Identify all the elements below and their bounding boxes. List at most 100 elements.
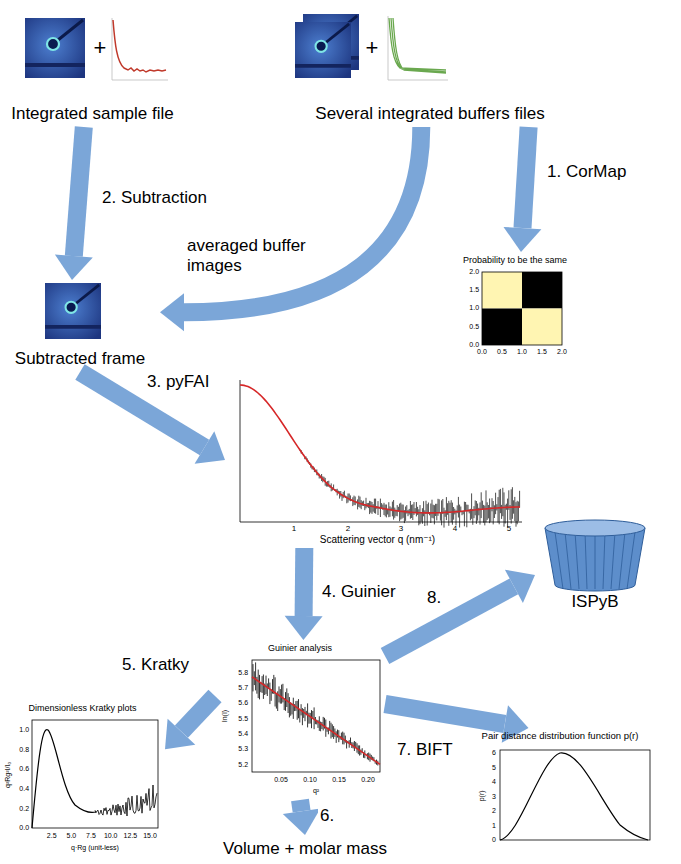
arrow-head [165,719,195,750]
arrow-shaft [295,548,314,616]
axis-title: q²Rg²I/I₀ [4,762,12,788]
tick-label: 5.5 [238,715,248,723]
plot-frame [252,660,380,772]
node-label: Volume + molar mass [223,839,387,859]
tick-label: 1.5 [537,348,547,356]
axis-title: p(r) [477,791,485,802]
tick-label: 1.0 [19,726,29,734]
arrow-head [160,293,184,331]
pr-curve [500,753,648,840]
tick-label: 0.20 [361,776,375,784]
plot-frame [500,750,650,840]
plot-axes [240,380,522,522]
tick-label: 3 [399,525,403,534]
tick-label: 2.0 [469,268,479,276]
tick-label: 0.6 [19,765,29,773]
cormap-cell [522,272,562,309]
step-label: 1. CorMap [545,162,628,182]
node-label: Several integrated buffers files [315,104,544,124]
arrow-shaft [300,800,302,811]
node-label: Pair distance distribution function p(r) [482,731,639,742]
tick-label: q² [313,787,319,795]
buffer-curves [389,18,446,73]
plus-sign: + [94,36,107,60]
pr-plot: Pair distance distribution function p(r) [455,728,665,862]
arrow-shaft [184,127,421,312]
arrow-head [285,616,323,640]
tick-label: 5.3 [238,745,248,753]
tick-label: 4 [492,778,496,786]
node-label: Subtracted frame [15,349,145,369]
arrow-shaft [523,127,529,228]
barrel-stripes [555,532,635,589]
node-label: Guinier analysis [268,643,332,653]
tick-label: 3 [492,793,496,801]
arrow-shaft [74,127,84,256]
sample-curve [113,20,166,72]
tick-label: 15.0 [143,832,157,840]
cormap-cell [482,272,522,309]
tick-label: 0.5 [469,323,479,331]
node-label: Probability to be the same [463,255,567,265]
tick-label: 0.2 [19,805,29,813]
step-label: 8. [425,588,443,608]
tick-label: 0.4 [19,785,29,793]
plot-frame [32,720,158,828]
arrow-shaft [181,696,215,732]
frame-panel: Subtracted frame [0,280,160,372]
step-label: 3. pyFAI [145,372,211,392]
scattering-fit [240,385,520,513]
database-node: ISPyB [535,515,655,615]
tick-label: 12.5 [124,832,138,840]
cormap-cell [482,309,522,346]
axis-title: ln(I) [221,710,229,722]
flow-arrow [285,548,323,640]
arrow-head [505,570,535,603]
file-panel: Several integrated buffers files [285,12,575,127]
step-label: 7. BIFT [395,740,455,760]
tick-label: 0.15 [332,776,346,784]
tick-label: 5.0 [67,832,77,840]
arrow-head [504,227,542,252]
file-panel: Integrated sample file [5,12,180,127]
flow-arrow [385,570,535,656]
tick-label: 0.8 [19,746,29,754]
tick-label: 1 [492,822,496,830]
kratky-plot: Dimensionless Kratky plots [0,700,165,864]
step-label: averaged buffer images [185,236,309,275]
tick-label: 0 [492,836,496,844]
flow-arrow [504,127,542,252]
step-label: 4. Guinier [320,582,398,602]
tick-label: 2.0 [557,348,567,356]
node-label: ISPyB [571,592,618,612]
database-barrel [545,528,645,591]
tick-label: 5.2 [238,761,248,769]
step-label: 6. [318,806,336,826]
tick-label: 1.5 [469,286,479,294]
tick-label: 0.0 [469,341,479,349]
tick-label: 10.0 [104,832,118,840]
detector-image [25,18,85,78]
tick-label: 5.4 [238,730,248,738]
node-label: Integrated sample file [11,104,174,124]
flow-arrow [80,372,225,464]
tick-label: 5.8 [238,669,248,677]
result-text: Volume + molar mass [195,835,415,862]
tick-label: 0.0 [19,824,29,832]
plus-sign: + [366,36,379,60]
node-label: Scattering vector q (nm⁻¹) [320,534,435,546]
arrow-head [283,809,321,835]
tick-label: 0.05 [274,776,288,784]
flow-arrow [55,127,93,280]
plot-frame [482,272,562,345]
tick-label: 7.5 [86,832,96,840]
guinier-fit [252,677,380,764]
mini-axes [112,18,168,80]
mini-axes [388,16,448,80]
tick-label: 1.0 [469,304,479,312]
flow-arrow [283,800,321,835]
tick-label: 1.0 [517,348,527,356]
detector-image [45,283,101,339]
kratky-curve [32,730,96,828]
tick-label: 2 [346,525,350,534]
